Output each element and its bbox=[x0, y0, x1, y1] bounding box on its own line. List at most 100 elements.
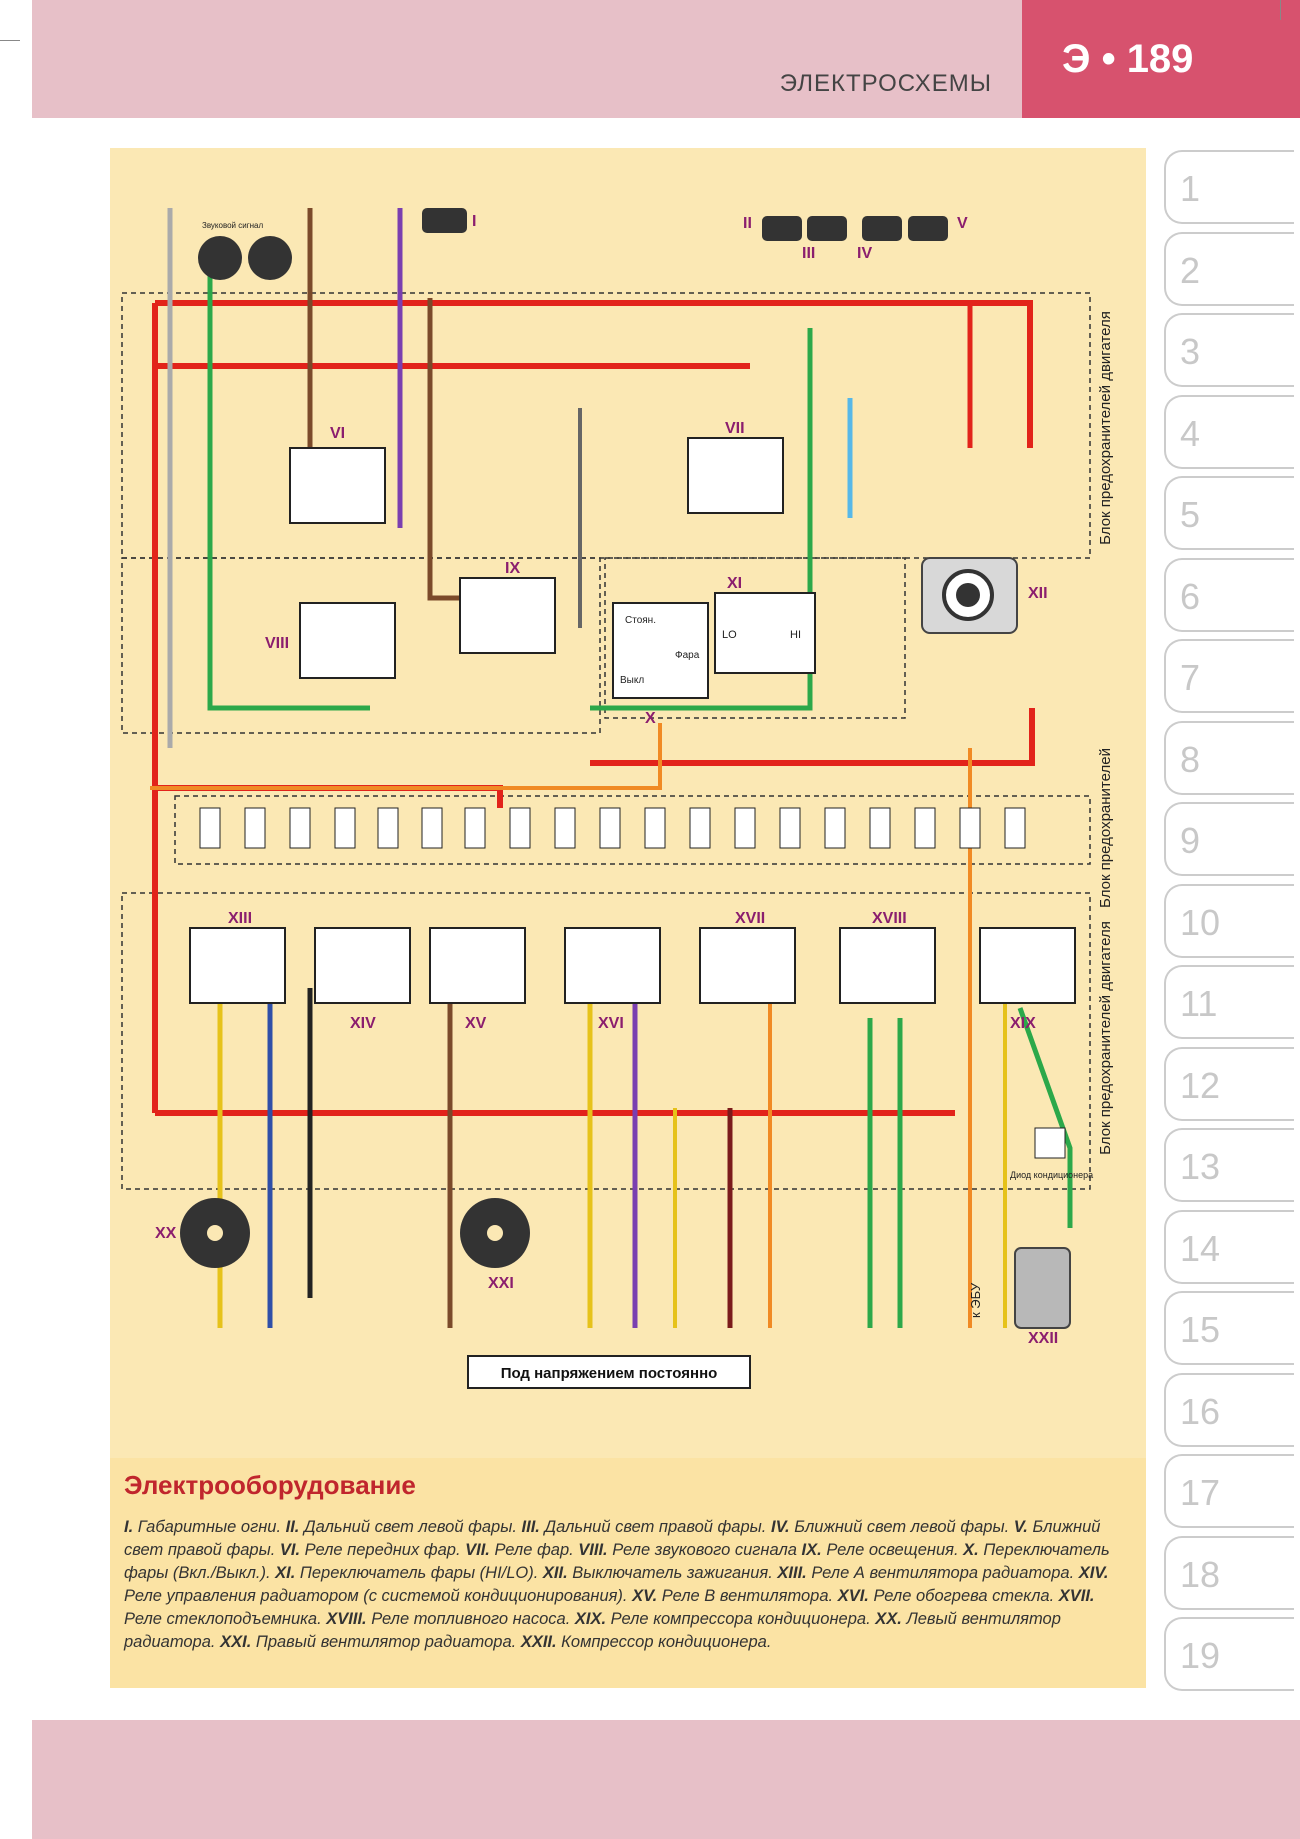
horn-icons: Звуковой сигнал bbox=[198, 221, 292, 280]
ac-diode-label: Диод кондиционера bbox=[1010, 1170, 1093, 1180]
caption-title: Электрооборудование bbox=[124, 1470, 416, 1500]
chapter-tab-9[interactable]: 9 bbox=[1164, 802, 1294, 876]
roman-label-xii: XII bbox=[1028, 585, 1048, 602]
relay-xix: XIX bbox=[979, 927, 1076, 1032]
caption-item-number: VIII. bbox=[578, 1541, 608, 1559]
page-number: Э • 189 bbox=[1022, 0, 1300, 118]
chapter-tab-10[interactable]: 10 bbox=[1164, 883, 1294, 958]
fuse-block-label-2: Блок предохранителей bbox=[1097, 748, 1114, 908]
chapter-tab-3[interactable]: 3 bbox=[1164, 313, 1294, 387]
switch-block bbox=[604, 557, 906, 719]
caption-item-text: Реле звукового сигнала bbox=[607, 1541, 802, 1559]
caption-box: Электрооборудование I. Габаритные огни. … bbox=[110, 1458, 1146, 1688]
caption-item-number: XII. bbox=[542, 1564, 568, 1582]
lamp-iii: III bbox=[802, 216, 847, 262]
caption-item-text: Компрессор кондиционера. bbox=[556, 1633, 772, 1651]
header-band: ЭЛЕКТРОСХЕМЫ bbox=[32, 0, 1022, 118]
caption-item-text: Реле компрессора кондиционера. bbox=[606, 1610, 876, 1628]
caption-item-text: Дальний свет правой фары. bbox=[539, 1518, 771, 1536]
chapter-tab-13[interactable]: 13 bbox=[1164, 1128, 1294, 1202]
caption-item-text: Реле управления радиатором (с системой к… bbox=[124, 1587, 633, 1605]
fuse-block-label-1: Блок предохранителей двигателя bbox=[1097, 311, 1114, 545]
lamp-iv: IV bbox=[857, 216, 902, 262]
caption-item-text: Реле топливного насоса. bbox=[366, 1610, 575, 1628]
chapter-tab-5[interactable]: 5 bbox=[1164, 476, 1294, 550]
ac-diode: Диод кондиционера bbox=[1010, 1127, 1093, 1180]
caption-item-number: XV. bbox=[632, 1587, 658, 1605]
caption-item-text: Реле освещения. bbox=[821, 1541, 964, 1559]
relay-xvi: XVI bbox=[564, 927, 661, 1032]
roman-label-ii: II bbox=[743, 215, 752, 232]
switch-x: Стоян. Выкл Фара X bbox=[612, 602, 709, 727]
caption-item-text: Переключатель фары (Вкл./Выкл.). bbox=[124, 1541, 1110, 1582]
roman-label-x: X bbox=[645, 710, 656, 727]
relay-xiii: XIII bbox=[189, 910, 286, 1004]
relay-xviii: XVIII bbox=[839, 910, 936, 1004]
caption-item-text: Выключатель зажигания. bbox=[567, 1564, 778, 1582]
compressor-xxii: XXII bbox=[1014, 1247, 1071, 1347]
caption-item-number: XVII. bbox=[1058, 1587, 1095, 1605]
roman-label-xi: XI bbox=[727, 575, 742, 592]
switch-label-lo: LO bbox=[722, 629, 737, 641]
chapter-tab-1[interactable]: 1 bbox=[1164, 150, 1294, 224]
relay-xvii: XVII bbox=[699, 910, 796, 1004]
caption-item-text: Ближний свет правой фары. bbox=[124, 1518, 1101, 1559]
wire-red-bus-top bbox=[155, 300, 1033, 448]
engine-fuse-block-left bbox=[121, 557, 601, 734]
section-title: ЭЛЕКТРОСХЕМЫ bbox=[779, 70, 992, 97]
caption-item-number: XVIII. bbox=[326, 1610, 367, 1628]
content-area: Блок предохранителей двигателя Блок пред… bbox=[110, 148, 1146, 1688]
chapter-tab-17[interactable]: 17 bbox=[1164, 1454, 1294, 1528]
roman-label-xxi: XXI bbox=[488, 1275, 514, 1292]
chapter-tab-19[interactable]: 19 bbox=[1164, 1617, 1294, 1691]
roman-label-iii: III bbox=[802, 245, 815, 262]
caption-item-number: XXII. bbox=[520, 1633, 557, 1651]
caption-item-number: XIII. bbox=[777, 1564, 807, 1582]
fuse-block-label-3: Блок предохранителей двигателя bbox=[1097, 921, 1114, 1155]
caption-item-number: X. bbox=[963, 1541, 979, 1559]
fan-xx: XX bbox=[155, 1198, 250, 1268]
caption-text: I. Габаритные огни. II. Дальний свет лев… bbox=[124, 1516, 1124, 1654]
chapter-tab-14[interactable]: 14 bbox=[1164, 1209, 1294, 1284]
wire-green-horn bbox=[207, 258, 370, 711]
roman-label-xvii: XVII bbox=[735, 910, 765, 927]
roman-label-xviii: XVIII bbox=[872, 910, 907, 927]
roman-label-xiii: XIII bbox=[228, 910, 252, 927]
switch-label-headlamp: Фара bbox=[675, 650, 700, 661]
chapter-tab-11[interactable]: 11 bbox=[1164, 965, 1294, 1039]
chapter-tab-8[interactable]: 8 bbox=[1164, 720, 1294, 795]
roman-label-xvi: XVI bbox=[598, 1015, 624, 1032]
wire-green-compressor bbox=[1017, 1007, 1073, 1228]
chapter-tab-12[interactable]: 12 bbox=[1164, 1046, 1294, 1121]
footer-band bbox=[32, 1720, 1300, 1839]
lamp-i: I bbox=[422, 208, 476, 233]
roman-label-xix: XIX bbox=[1010, 1015, 1036, 1032]
fan-xxi: XXI bbox=[460, 1198, 530, 1292]
chapter-tab-7[interactable]: 7 bbox=[1164, 639, 1294, 713]
wire-brown-2 bbox=[427, 298, 510, 601]
constant-voltage-label: Под напряжением постоянно bbox=[501, 1365, 718, 1382]
lamp-v: V bbox=[908, 215, 968, 241]
caption-item-text: Левый вентилятор радиатора. bbox=[124, 1610, 1061, 1651]
caption-item-text: Переключатель фары (HI/LO). bbox=[295, 1564, 543, 1582]
chapter-tab-16[interactable]: 16 bbox=[1164, 1372, 1294, 1447]
caption-item-text: Реле стеклоподъемника. bbox=[124, 1610, 327, 1628]
switch-label-off: Выкл bbox=[620, 675, 644, 686]
caption-item-text: Ближний свет левой фары. bbox=[789, 1518, 1014, 1536]
caption-item-number: V. bbox=[1013, 1518, 1028, 1536]
chapter-tab-4[interactable]: 4 bbox=[1164, 394, 1294, 469]
main-fuse-block bbox=[174, 795, 1091, 865]
ignition-switch-xii: XII bbox=[921, 557, 1048, 634]
roman-label-xiv: XIV bbox=[350, 1015, 376, 1032]
caption-item-text: Реле фар. bbox=[489, 1541, 579, 1559]
chapter-tab-15[interactable]: 15 bbox=[1164, 1291, 1294, 1365]
chapter-tab-2[interactable]: 2 bbox=[1164, 231, 1294, 306]
wire-green-switch bbox=[590, 328, 813, 711]
roman-label-v: V bbox=[957, 215, 968, 232]
caption-item-number: XI. bbox=[275, 1564, 296, 1582]
switch-xi: LO HI XI bbox=[714, 575, 816, 674]
chapter-tab-6[interactable]: 6 bbox=[1164, 557, 1294, 632]
roman-label-ix: IX bbox=[505, 560, 520, 577]
chapter-tab-18[interactable]: 18 bbox=[1164, 1535, 1294, 1610]
relay-xiv: XIV bbox=[314, 927, 411, 1032]
